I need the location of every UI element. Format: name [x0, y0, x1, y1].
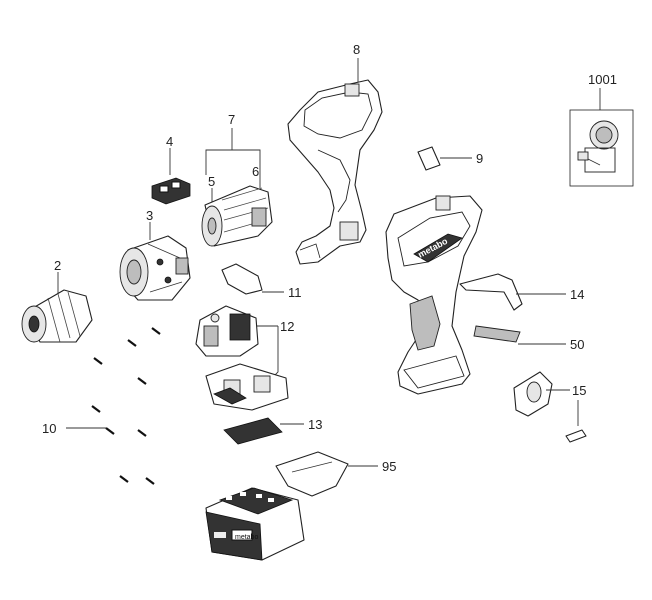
part-50-label: [473, 325, 566, 345]
part-4-switch: [151, 148, 191, 205]
part-1001-inset: [569, 88, 634, 187]
battery-pack: metabo: [205, 487, 305, 561]
screw: [127, 339, 137, 347]
part-13-plate: [223, 417, 304, 445]
screw: [93, 357, 103, 365]
callout-15: 15: [572, 383, 586, 398]
screw: [151, 327, 161, 335]
callout-13: 13: [308, 417, 322, 432]
part-11-cover: [221, 263, 284, 295]
callout-9: 9: [476, 151, 483, 166]
callout-6: 6: [252, 164, 259, 179]
callout-50: 50: [570, 337, 584, 352]
callout-2: 2: [54, 258, 61, 273]
part-2-chuck: [21, 272, 93, 343]
screw: [119, 475, 129, 483]
callout-labels: 1001 8 7 4 5 6 9 3 2 11 12 14 50 15 10 1…: [42, 42, 617, 474]
callout-14: 14: [570, 287, 584, 302]
part-10-screws: [66, 327, 161, 485]
part-14-belt-hook: [459, 273, 566, 311]
screw: [145, 477, 155, 485]
callout-5: 5: [208, 174, 215, 189]
housing-right-half: metabo: [385, 195, 483, 395]
callout-11: 11: [288, 285, 302, 300]
screw: [105, 427, 115, 435]
callout-95: 95: [382, 459, 396, 474]
part-12-electronics: [195, 305, 289, 411]
screw: [91, 405, 101, 413]
callout-7: 7: [228, 112, 235, 127]
callout-8: 8: [353, 42, 360, 57]
part-95-clip: [275, 451, 378, 497]
part-3-gearbox: [119, 222, 191, 301]
callout-1001: 1001: [588, 72, 617, 87]
part-9-pad: [417, 146, 472, 171]
callout-4: 4: [166, 134, 173, 149]
callout-12: 12: [280, 319, 294, 334]
part-5-6-motor: [201, 185, 273, 247]
screw: [137, 429, 147, 437]
battery-brand-text: metabo: [235, 534, 258, 541]
part-8-housing-half: [287, 58, 383, 265]
part-15-bit-holder: [513, 371, 587, 443]
callout-3: 3: [146, 208, 153, 223]
screw: [137, 377, 147, 385]
callout-10: 10: [42, 421, 56, 436]
